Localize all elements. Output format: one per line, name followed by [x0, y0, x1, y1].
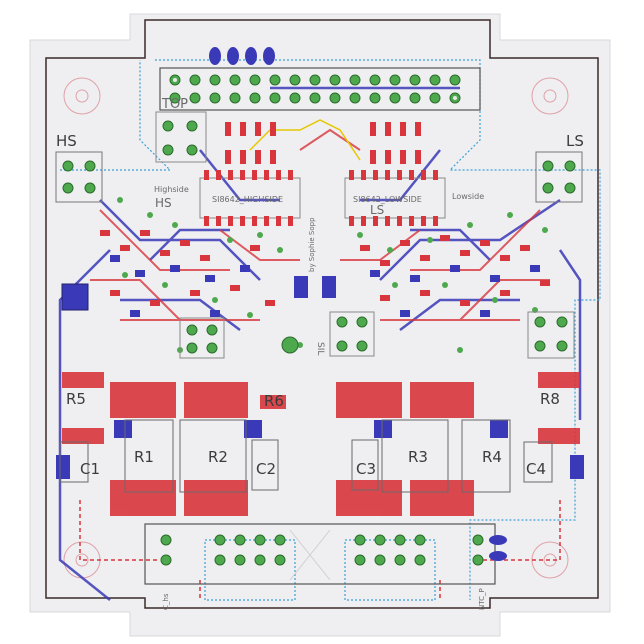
ls-right-connector — [535, 151, 583, 203]
top-blue-pads — [209, 47, 275, 65]
label-c4: C4 — [526, 460, 546, 478]
label-author: by Sophie Sopp — [308, 217, 316, 272]
label-lowside-ic: SI8642_LOWSIDE — [353, 195, 422, 204]
ic-highside-footprint — [199, 170, 301, 226]
label-c1: C1 — [80, 460, 100, 478]
label-c3: C3 — [356, 460, 376, 478]
label-ls-mid: LS — [370, 203, 384, 217]
smd-components — [61, 230, 550, 317]
top-header-connector — [159, 67, 481, 111]
ic-lowside-footprint — [344, 170, 446, 226]
power-resistor-pads — [56, 372, 584, 516]
bottom-connectors — [144, 523, 507, 585]
label-top: TOP — [161, 97, 188, 112]
label-r1: R1 — [134, 448, 154, 466]
silkscreen-labels: TOP HS LS Highside HS SI8642_HIGHSIDE SI… — [56, 97, 584, 610]
label-hs-mid: HS — [155, 196, 172, 210]
vias — [117, 197, 548, 353]
top-left-small-connector — [155, 111, 207, 163]
label-c-hs: C_hs — [162, 593, 170, 610]
label-r6: R6 — [264, 392, 284, 410]
label-ls-right: LS — [566, 132, 584, 150]
label-c2: C2 — [256, 460, 276, 478]
label-highside-ic: SI8642_HIGHSIDE — [212, 195, 283, 204]
label-lowside-note: Lowside — [452, 192, 484, 201]
label-r3: R3 — [408, 448, 428, 466]
label-r4: R4 — [482, 448, 502, 466]
highlight-traces — [249, 119, 361, 161]
label-hs-left: HS — [56, 132, 77, 150]
label-r2: R2 — [208, 448, 228, 466]
hs-left-connector — [55, 151, 103, 203]
top-copper-traces — [90, 128, 550, 321]
top-resistor-array — [225, 122, 421, 164]
dashed-traces — [79, 500, 561, 600]
label-highside-note: Highside — [154, 185, 189, 194]
label-r8: R8 — [540, 390, 560, 408]
label-r5: R5 — [66, 390, 86, 408]
board-outline — [45, 19, 599, 609]
label-sil: SIL — [315, 342, 325, 355]
label-ntc: NTC_P — [478, 588, 486, 610]
mid-connectors — [179, 311, 575, 359]
